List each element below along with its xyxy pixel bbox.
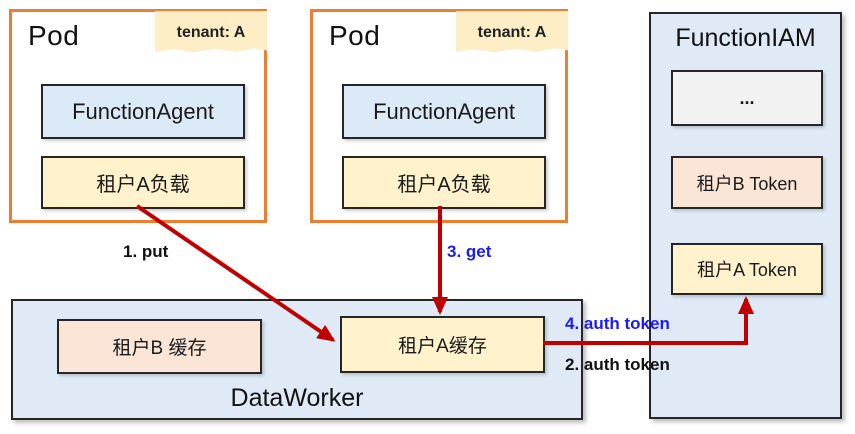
auth-token-4-label: 4. auth token [565, 314, 670, 333]
tenant-a-token-box: 租户A Token [671, 243, 823, 295]
function-iam-container: FunctionIAM ... 租户B Token 租户A Token [649, 12, 842, 419]
function-iam-title: FunctionIAM [675, 24, 816, 52]
pod-1-title: Pod [28, 20, 80, 51]
auth-token-2-label: 2. auth token [565, 355, 670, 374]
pod-1-tenant-badge: tenant: A [155, 11, 267, 53]
tenant-a-cache-box: 租户A缓存 [340, 316, 545, 373]
tenant-b-token-box: 租户B Token [671, 156, 823, 209]
iam-ellipsis-box: ... [671, 70, 823, 126]
pod-1-tenant-load-box: 租户A负载 [41, 156, 245, 209]
pod-2-function-agent-box: FunctionAgent [342, 84, 546, 139]
get-arrow-label: 3. get [447, 242, 492, 261]
pod-2-tenant-load-box: 租户A负载 [342, 156, 546, 209]
pod-1-function-agent-box: FunctionAgent [41, 84, 245, 139]
data-worker-container: 租户B 缓存 租户A缓存 DataWorker [11, 299, 583, 420]
pod-1: Pod tenant: A FunctionAgent 租户A负载 [9, 9, 267, 223]
tenant-b-cache-box: 租户B 缓存 [57, 319, 262, 374]
put-arrow-label: 1. put [123, 242, 169, 261]
data-worker-title: DataWorker [230, 384, 364, 412]
pod-2-tenant-badge: tenant: A [456, 11, 568, 53]
pod-2-title: Pod [329, 20, 381, 51]
pod-2: Pod tenant: A FunctionAgent 租户A负载 [310, 9, 568, 223]
